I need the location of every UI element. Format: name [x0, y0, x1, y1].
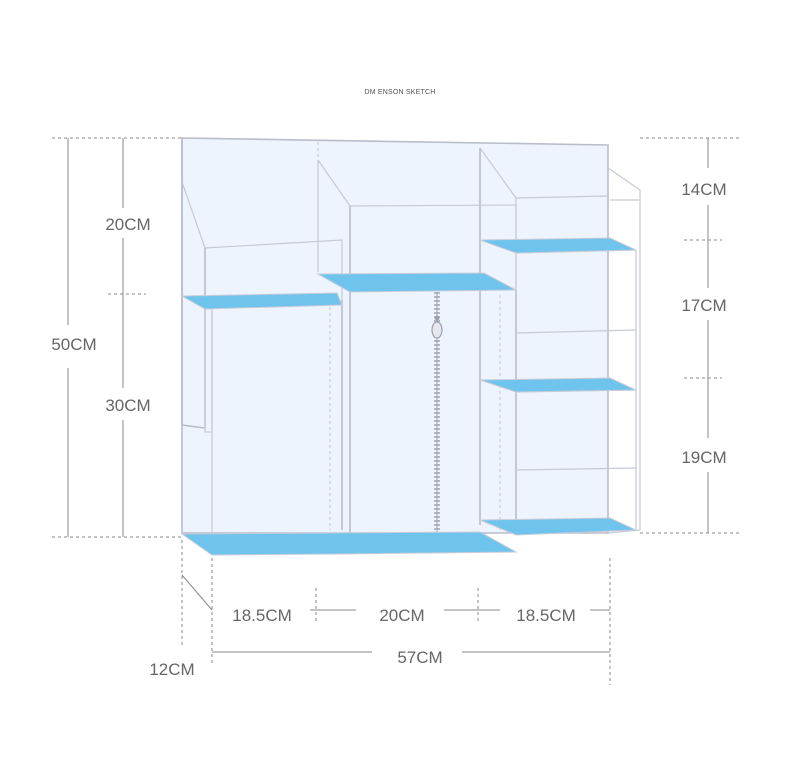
label-right-bottom: 19CM — [681, 448, 726, 467]
label-width-center: 20CM — [379, 606, 424, 625]
label-left-lower: 30CM — [105, 396, 150, 415]
label-total-height: 50CM — [51, 335, 96, 354]
wardrobe-illustration — [180, 137, 641, 556]
label-total-width: 57CM — [397, 648, 442, 667]
shelf-right-top — [479, 237, 637, 254]
label-left-upper: 20CM — [105, 215, 150, 234]
diagram-title: DM ENSON SKETCH — [364, 89, 435, 96]
shelf-center — [316, 272, 517, 293]
dimension-labels: 50CM 20CM 30CM 14CM 17CM 19CM 18.5CM 20C… — [51, 180, 726, 679]
zipper — [431, 292, 443, 552]
shelves — [180, 237, 637, 556]
dimension-lines — [52, 137, 740, 685]
shelf-left — [180, 292, 343, 310]
shelf-right-bottom — [479, 517, 637, 536]
label-depth: 12CM — [149, 660, 194, 679]
label-width-right: 18.5CM — [516, 606, 576, 625]
label-right-middle: 17CM — [681, 296, 726, 315]
shelf-right-middle — [479, 377, 637, 393]
shelf-floor — [180, 531, 518, 556]
label-width-left: 18.5CM — [232, 606, 292, 625]
side-pocket — [607, 167, 641, 534]
label-right-top: 14CM — [681, 180, 726, 199]
